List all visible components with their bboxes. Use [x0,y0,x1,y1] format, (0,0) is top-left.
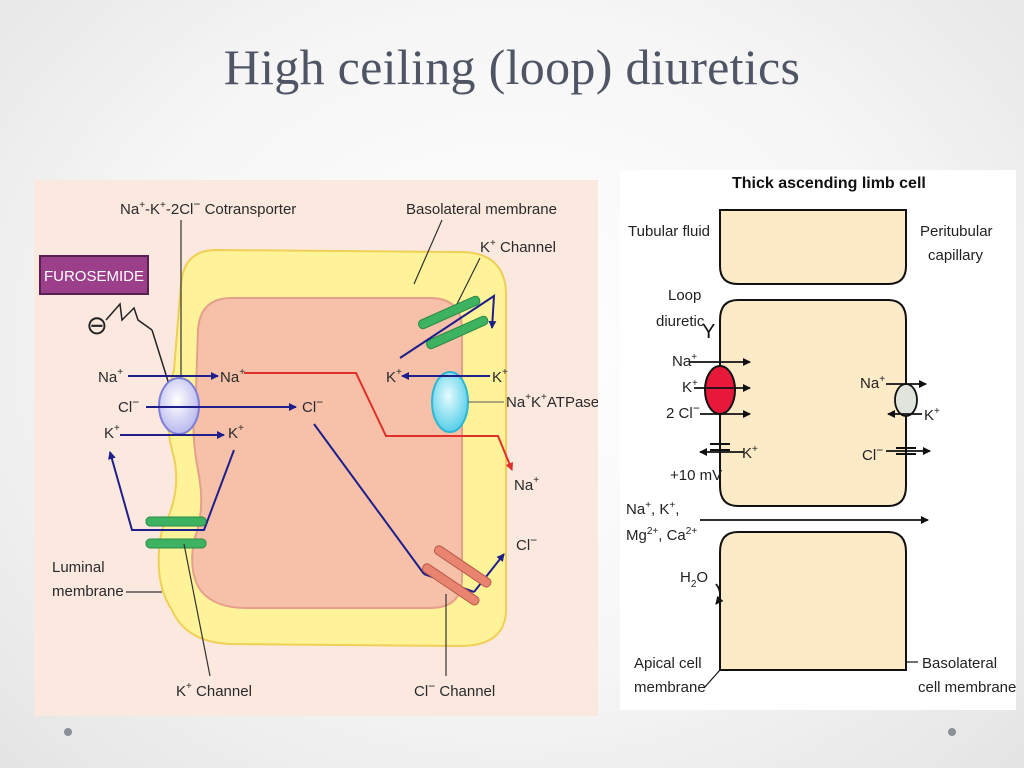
na-red-path [244,372,514,471]
ion-k-lumen: K+ [104,423,120,442]
furosemide-label: FUROSEMIDE [44,268,144,285]
basolateral-membrane-label: Basolateral membrane [406,201,557,218]
nav-dot-left[interactable] [64,728,72,736]
capillary-label: capillary [928,247,984,264]
basolateral-membrane-right-label: Basolateral [922,655,997,672]
inhibition-icon: ⊖ [86,310,108,340]
right-title: Thick ascending limb cell [732,175,926,192]
luminal-membrane-label-2: membrane [52,583,124,600]
loop-diuretic-label: Loop [668,287,701,304]
peritubular-label: Peritubular [920,223,993,240]
cotransporter-label: Na+-K+-2Cl− Cotransporter [120,197,296,218]
paracellular-ions-line1: Na+, K+, [626,500,679,518]
ion-na-apical: Na+ [672,352,697,370]
basolateral-cl-channel-upper [421,563,480,606]
ion-cl-lumen: Cl− [118,395,139,416]
loop-diuretic-label-2: diuretic [656,313,705,330]
ion-na-cell: Na+ [220,367,245,386]
water-label: H2O [680,569,708,590]
cl-channel-bottom-label: Cl− Channel [414,679,495,700]
nkcc2-transporter [704,365,736,415]
ion-cl-apical: 2 Cl− [666,401,700,422]
luminal-k-channel-lower [145,538,207,549]
apical-membrane-label: Apical cell [634,655,702,672]
ion-k-baso-in: K+ [386,367,402,386]
slide-title: High ceiling (loop) diuretics [223,39,801,95]
tubular-fluid-label: Tubular fluid [628,223,710,240]
k-recycle-path [108,449,235,531]
apical-membrane-label-2: membrane [634,679,706,696]
inhibitor-symbol: Y [702,321,715,343]
paracellular-ions-line2: Mg2+, Ca2+ [626,526,697,544]
basolateral-k-channel-upper [418,295,481,330]
luminal-membrane-label: Luminal [52,559,105,576]
basolateral-transporter [894,383,918,417]
k-channel-bottom-label: K+ Channel [176,681,252,700]
inhibition-zigzag [105,302,153,331]
ion-cl-cell: Cl− [302,395,323,416]
basolateral-cl-channel-lower [433,545,492,588]
furosemide-badge [39,255,149,295]
ion-k-cell: K+ [228,423,244,442]
basolateral-k-channel-lower [426,315,489,350]
right-diagram-svg: Thick ascending limb cell Tubular fluid … [626,175,1016,696]
thick-ascending-limb-diagram: Thick ascending limb cell Tubular fluid … [620,170,1016,710]
water-arrow [715,583,724,605]
ion-na-lumen: Na+ [98,367,123,386]
ion-k-apical: K+ [682,378,698,396]
ion-k-basolateral: K+ [924,406,940,424]
basolateral-membrane-right-label-2: cell membrane [918,679,1016,696]
middle-cell-block [719,299,907,507]
nav-dot-right[interactable] [948,728,956,736]
ion-na-basolateral: Na+ [860,374,885,392]
luminal-k-channel-upper [145,516,207,527]
k-baso-exit-path [399,294,497,359]
atpase-label: Na+K+ATPase [506,392,598,411]
loop-diuretic-cell-diagram: Na+-K+-2Cl− Cotransporter Basolateral me… [34,180,599,716]
ion-k-apical-channel: K+ [742,444,758,462]
lower-cell-block [719,531,907,671]
k-channel-top-label: K+ Channel [480,238,556,256]
ion-na-blood: Na+ [514,475,539,494]
ion-cl-basolateral: Cl− [862,443,883,464]
ion-k-baso-out: K+ [492,367,508,386]
upper-cell-block [719,209,907,285]
left-diagram-svg: Na+-K+-2Cl− Cotransporter Basolateral me… [39,197,599,700]
voltage-label: +10 mV [670,467,722,484]
ion-cl-blood: Cl− [516,533,537,554]
na-k-atpase [431,371,469,433]
